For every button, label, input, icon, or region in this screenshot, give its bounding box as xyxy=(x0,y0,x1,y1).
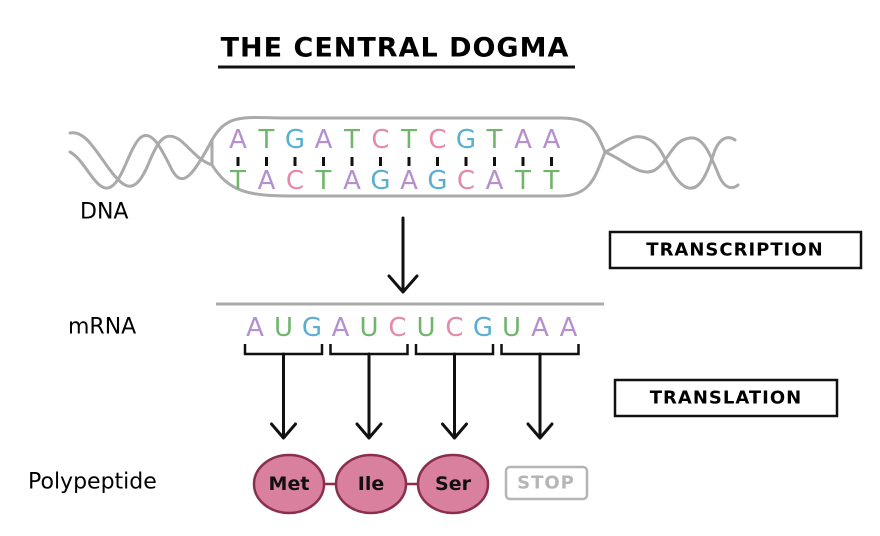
polypeptide-label: Polypeptide xyxy=(28,470,157,495)
transcription-arrow xyxy=(387,216,419,294)
mrna-base: U xyxy=(416,313,435,343)
residue-label: Ser xyxy=(435,473,472,495)
dna-bottom-base: T xyxy=(229,166,246,196)
stop-signal: STOP xyxy=(504,465,589,501)
dna-bottom-base: A xyxy=(400,166,418,196)
amino-acid-residue: Ser xyxy=(416,453,490,515)
codon-brackets xyxy=(243,344,580,356)
transcription-box: TRANSCRIPTION xyxy=(608,230,863,270)
dna-top-base: T xyxy=(486,125,503,155)
amino-acid-residue: Met xyxy=(252,453,326,515)
dna-bottom-base: A xyxy=(258,166,276,196)
mrna-base: A xyxy=(560,313,578,343)
amino-acid-residue: Ile xyxy=(334,453,408,515)
mrna-base: C xyxy=(445,313,463,343)
mrna-base: A xyxy=(531,313,549,343)
dna-bottom-base: G xyxy=(370,166,390,196)
mrna-base: U xyxy=(274,313,293,343)
dna-bottom-base: C xyxy=(286,166,304,196)
mrna-base: U xyxy=(502,313,521,343)
translation-arrow xyxy=(526,352,554,440)
dna-bottom-base: T xyxy=(514,166,531,196)
dna-right-twist-b xyxy=(603,135,737,190)
dna-top-base: A xyxy=(514,125,532,155)
mrna-base: G xyxy=(302,313,322,343)
dna-bottom-base: T xyxy=(543,166,560,196)
translation-arrow xyxy=(355,352,383,440)
polypeptide-residues: Met Ile Ser xyxy=(252,453,490,515)
translation-arrows xyxy=(270,352,554,440)
dna-top-base: T xyxy=(258,125,275,155)
residue-label: Ile xyxy=(358,473,384,495)
translation-box: TRANSLATION xyxy=(613,378,839,418)
dna-left-twist-b xyxy=(68,134,214,190)
mrna-base: G xyxy=(473,313,493,343)
mrna-base: A xyxy=(246,313,264,343)
dna-bottom-base: G xyxy=(427,166,447,196)
dna-top-base: C xyxy=(371,125,389,155)
dna-top-base: G xyxy=(285,125,305,155)
dna-right-twist-a xyxy=(603,136,740,190)
dna-bottom-base: A xyxy=(343,166,361,196)
residue-label: Met xyxy=(269,473,310,495)
mrna-label: mRNA xyxy=(68,315,136,340)
dna-top-base: A xyxy=(315,125,333,155)
mrna-base: A xyxy=(332,313,350,343)
transcription-label: TRANSCRIPTION xyxy=(646,240,823,261)
dna-top-base: T xyxy=(400,125,417,155)
translation-arrow xyxy=(270,352,297,440)
stop-label: STOP xyxy=(517,473,575,494)
dna-bottom-base: T xyxy=(315,166,332,196)
mrna-base: U xyxy=(359,313,378,343)
dna-top-base: C xyxy=(428,125,446,155)
dna-bottom-base: C xyxy=(457,166,475,196)
dna-left-twist-a xyxy=(68,131,214,188)
dna-top-base: G xyxy=(456,125,476,155)
dna-label: DNA xyxy=(80,200,128,225)
mrna-base: C xyxy=(388,313,406,343)
dna-top-base: A xyxy=(229,125,247,155)
dna-top-base: T xyxy=(343,125,360,155)
dna-bottom-base: A xyxy=(486,166,504,196)
diagram-title: THE CENTRAL DOGMA xyxy=(221,33,570,64)
dna-helix xyxy=(68,115,740,198)
translation-arrow xyxy=(441,352,468,440)
dna-base-pair-rungs xyxy=(236,157,553,166)
translation-label: TRANSLATION xyxy=(650,388,802,409)
dna-top-base: A xyxy=(543,125,561,155)
